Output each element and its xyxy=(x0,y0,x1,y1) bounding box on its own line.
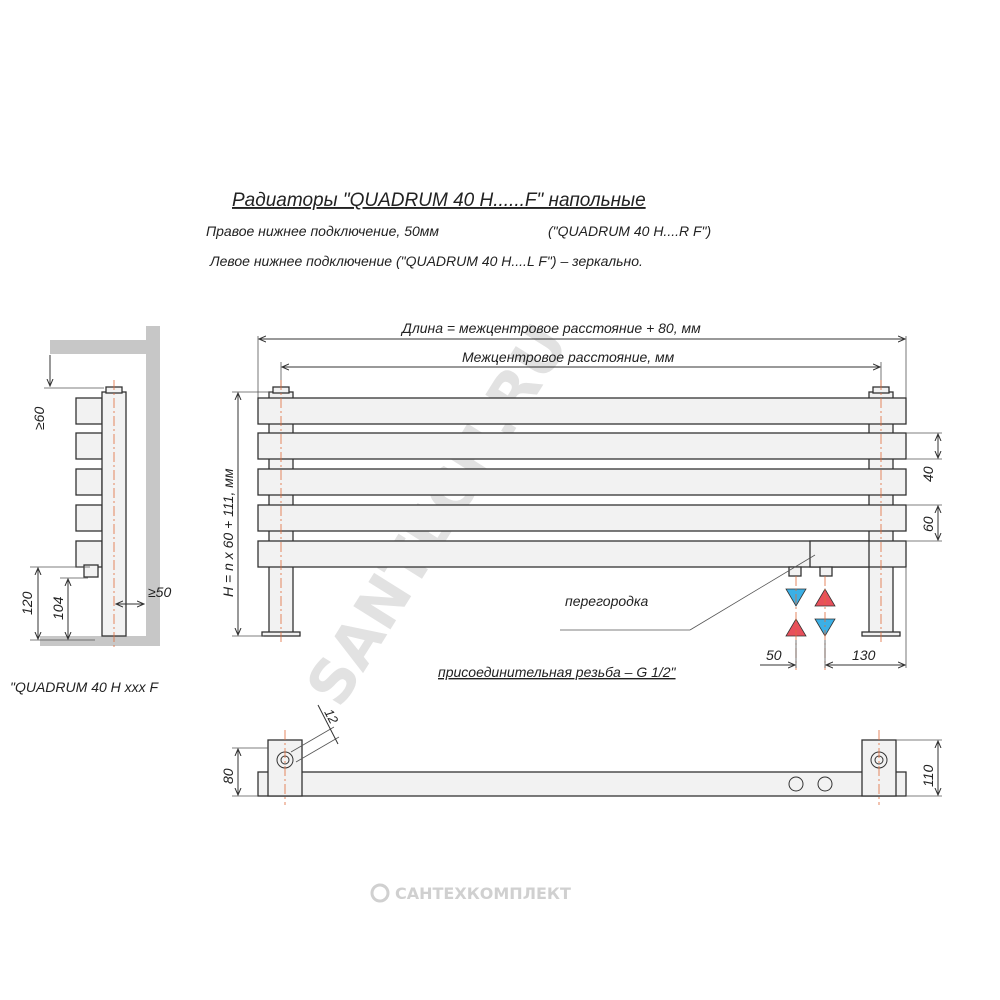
dim-40: 40 xyxy=(920,466,936,482)
dim-height-label: H = n x 60 + 111, мм xyxy=(220,468,236,597)
side-bar-3 xyxy=(75,468,103,496)
bar-5 xyxy=(257,540,907,568)
dim-110: 110 xyxy=(920,764,936,787)
pipe-stub-left xyxy=(788,566,802,577)
wall-top-band xyxy=(50,340,160,354)
dim-length-label: Длина = межцентровое расстояние + 80, мм xyxy=(400,320,701,336)
bar-2 xyxy=(257,432,907,460)
brand-logo-icon xyxy=(370,883,390,903)
drawing-title: Радиаторы "QUADRUM 40 H......F" напольны… xyxy=(232,190,646,211)
top-view: 80 110 12 xyxy=(220,704,942,805)
front-view: Длина = межцентровое расстояние + 80, мм… xyxy=(220,320,942,680)
wall-vertical xyxy=(146,326,160,646)
subtitle-left-connection: Левое нижнее подключение ("QUADRUM 40 H.… xyxy=(209,253,643,269)
dim-60: 60 xyxy=(920,516,936,532)
side-bar-2 xyxy=(75,432,103,460)
dim-130: 130 xyxy=(852,647,876,663)
dim-top-60: ≥60 xyxy=(31,407,47,430)
side-valve-stub xyxy=(83,564,99,578)
dim-80: 80 xyxy=(220,768,236,784)
side-bar-5 xyxy=(75,540,103,568)
side-bar-1 xyxy=(75,397,103,425)
top-pipe-left-icon xyxy=(788,776,804,792)
dim-104: 104 xyxy=(50,596,66,620)
ext-line xyxy=(290,726,335,753)
subtitle-right-connection: Правое нижнее подключение, 50мм xyxy=(206,223,439,239)
dim-50: 50 xyxy=(766,647,782,663)
top-pipe-right-icon xyxy=(817,776,833,792)
leader-line xyxy=(689,554,816,631)
top-bar xyxy=(257,771,907,797)
floor-band xyxy=(40,636,160,646)
subtitle-right-model: ("QUADRUM 40 H....R F") xyxy=(548,223,711,239)
dim-center-label: Межцентровое расстояние, мм xyxy=(462,349,675,365)
side-model-label: "QUADRUM 40 H xxx F xyxy=(10,679,160,695)
label-partition: перегородка xyxy=(565,593,649,609)
label-thread: присоединительная резьба – G 1/2" xyxy=(438,664,677,680)
svg-text:САНТЕХКОМПЛЕКТ: САНТЕХКОМПЛЕКТ xyxy=(395,884,571,903)
side-bar-4 xyxy=(75,504,103,532)
bar-4 xyxy=(257,504,907,532)
side-view: ≥60 120 104 ≥50 "QUADRUM 40 H xxx F xyxy=(10,326,171,695)
watermark-brand: САНТЕХКОМПЛЕКТ xyxy=(370,883,571,903)
partition-block xyxy=(809,540,870,568)
dim-arrow xyxy=(317,704,339,745)
ext-line xyxy=(295,736,340,763)
pipe-stub-right xyxy=(819,566,833,577)
bar-1 xyxy=(257,397,907,425)
dim-120: 120 xyxy=(19,591,35,615)
bar-3 xyxy=(257,468,907,496)
dim-wall-50: ≥50 xyxy=(148,584,171,600)
